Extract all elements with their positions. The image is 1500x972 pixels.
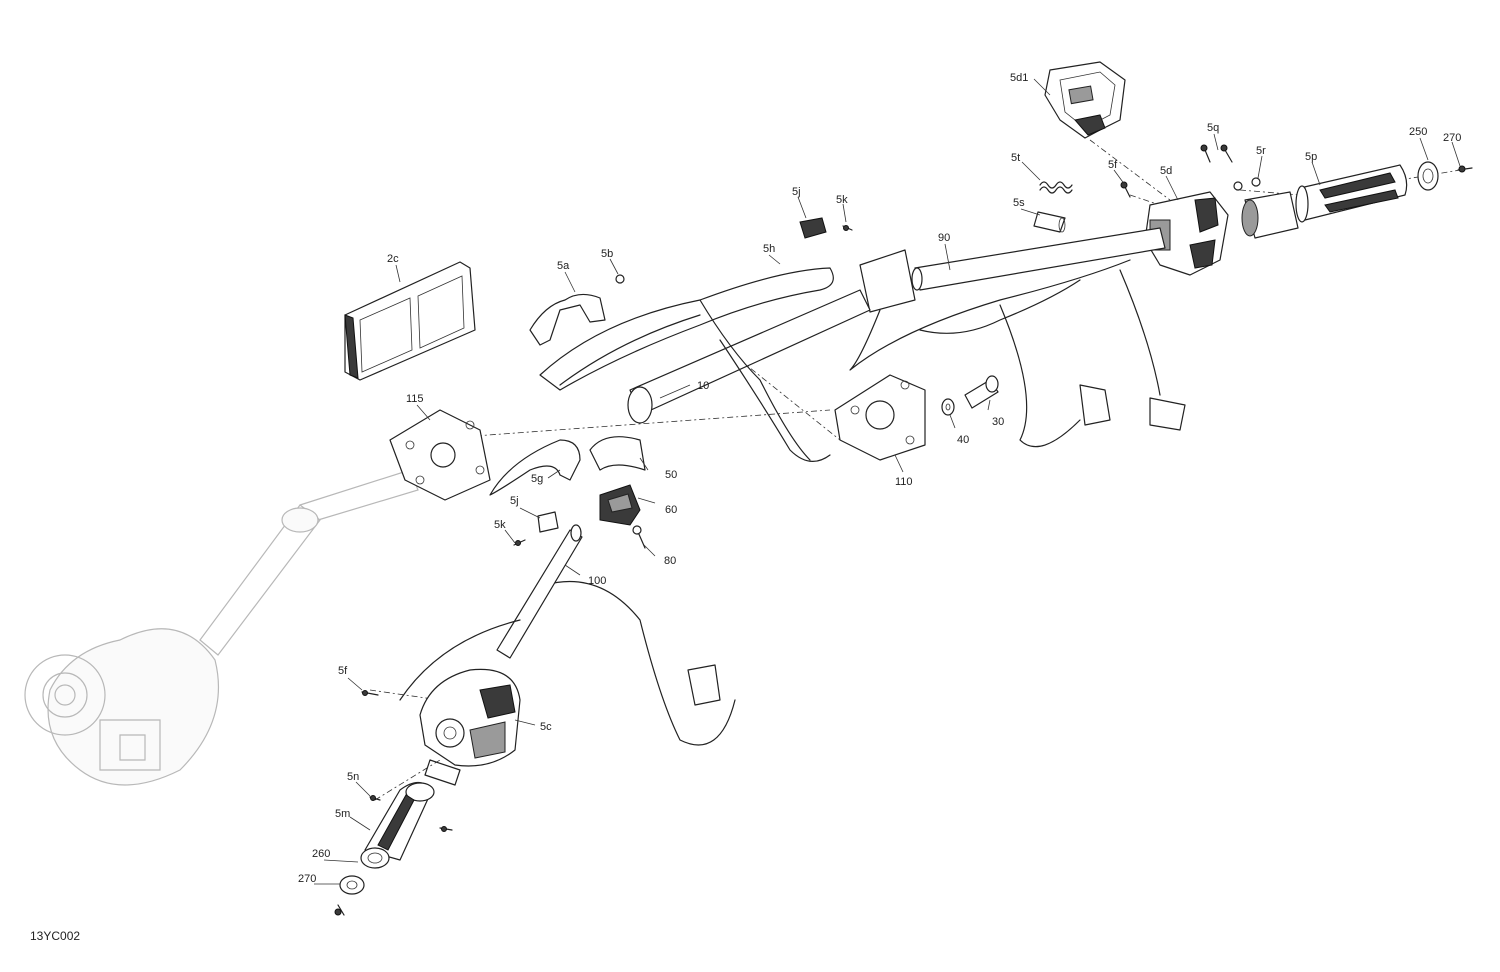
callout-5d1: 5d1 xyxy=(1010,72,1029,84)
part-right-throttle-sleeve xyxy=(1241,191,1299,239)
part-5h-hand-guard xyxy=(539,267,834,391)
leader-lines xyxy=(314,78,1461,885)
part-60-mount xyxy=(599,484,641,526)
callout-5j: 5j xyxy=(510,495,519,507)
callout-5j: 5j xyxy=(792,186,801,198)
part-50-bushing xyxy=(589,436,646,471)
part-5j-clip-mid xyxy=(537,511,559,533)
callout-5c: 5c xyxy=(540,721,552,733)
part-5d1-switch-cover xyxy=(1044,61,1126,139)
figure-id: 13YC002 xyxy=(30,929,81,943)
callout-2c: 2c xyxy=(387,253,399,265)
callout-80: 80 xyxy=(664,555,677,567)
callout-5m: 5m xyxy=(335,808,351,820)
part-5g-cable-guide xyxy=(489,439,581,496)
part-5k-screw-mid xyxy=(513,539,526,546)
part-270-bar-end-cap xyxy=(339,875,365,895)
callout-5f: 5f xyxy=(338,665,348,677)
callout-250: 250 xyxy=(1409,126,1428,138)
part-30-bolt xyxy=(964,375,999,409)
part-5s-sleeve xyxy=(1033,211,1066,233)
part-5j-clip-top xyxy=(799,217,827,239)
callout-110: 110 xyxy=(895,476,913,488)
callout-40: 40 xyxy=(957,434,970,446)
part-5k-screw-top xyxy=(842,225,853,231)
callout-5f: 5f xyxy=(1108,159,1118,171)
part-5r-nuts xyxy=(1233,177,1261,191)
part-100-throttle-tube xyxy=(496,524,583,659)
part-80-screw xyxy=(632,525,646,549)
callout-5q: 5q xyxy=(1207,122,1220,134)
callout-5r: 5r xyxy=(1256,145,1266,157)
part-260-bar-end xyxy=(360,847,390,869)
part-115-lower-clamp xyxy=(389,409,491,501)
part-40-washer xyxy=(941,398,955,416)
part-5n-screws xyxy=(369,795,453,832)
callout-5n: 5n xyxy=(347,771,360,783)
part-2c-gauge-cluster xyxy=(344,261,476,381)
callout-5s: 5s xyxy=(1013,197,1025,209)
callout-5a: 5a xyxy=(557,260,570,272)
part-5p-right-grip xyxy=(1295,164,1408,223)
callout-5k: 5k xyxy=(494,519,506,531)
callout-5p: 5p xyxy=(1305,151,1318,163)
part-270-screw-top xyxy=(1457,165,1473,173)
callout-60: 60 xyxy=(665,504,678,516)
part-270-screw-bottom xyxy=(334,904,345,916)
part-5q-screws xyxy=(1200,144,1233,163)
callout-270: 270 xyxy=(1443,132,1462,144)
callout-100: 100 xyxy=(588,575,607,587)
callout-5b: 5b xyxy=(601,248,614,260)
part-5a-wire-bracket xyxy=(529,293,606,346)
callout-30: 30 xyxy=(992,416,1005,428)
callout-5h: 5h xyxy=(763,243,776,255)
wire-harness-left xyxy=(544,299,831,746)
callout-10: 10 xyxy=(697,380,710,392)
callout-115: 115 xyxy=(406,393,424,405)
callout-5k: 5k xyxy=(836,194,848,206)
part-10-handlebar-tube xyxy=(627,289,871,424)
part-5c-left-switch-housing xyxy=(399,619,521,786)
part-5f-screw-bottom xyxy=(361,690,379,696)
callout-50: 50 xyxy=(665,469,678,481)
callout-270: 270 xyxy=(298,873,317,885)
part-5m-left-grip xyxy=(364,781,435,861)
part-5b-nut xyxy=(615,274,625,284)
part-90-handlebar xyxy=(859,227,1166,313)
callout-5g: 5g xyxy=(531,473,544,485)
callout-260: 260 xyxy=(312,848,331,860)
part-5f-screw-top xyxy=(1120,181,1131,198)
wire-harness-right xyxy=(849,259,1186,448)
part-110-upper-clamp xyxy=(834,374,926,461)
callout-5d: 5d xyxy=(1160,165,1173,177)
assembly-center-lines xyxy=(369,139,1461,801)
callout-90: 90 xyxy=(938,232,951,244)
steering-column-ghost xyxy=(24,469,419,786)
part-5t-spring xyxy=(1039,181,1073,194)
part-250-bar-end xyxy=(1417,161,1439,191)
callout-5t: 5t xyxy=(1011,152,1021,164)
